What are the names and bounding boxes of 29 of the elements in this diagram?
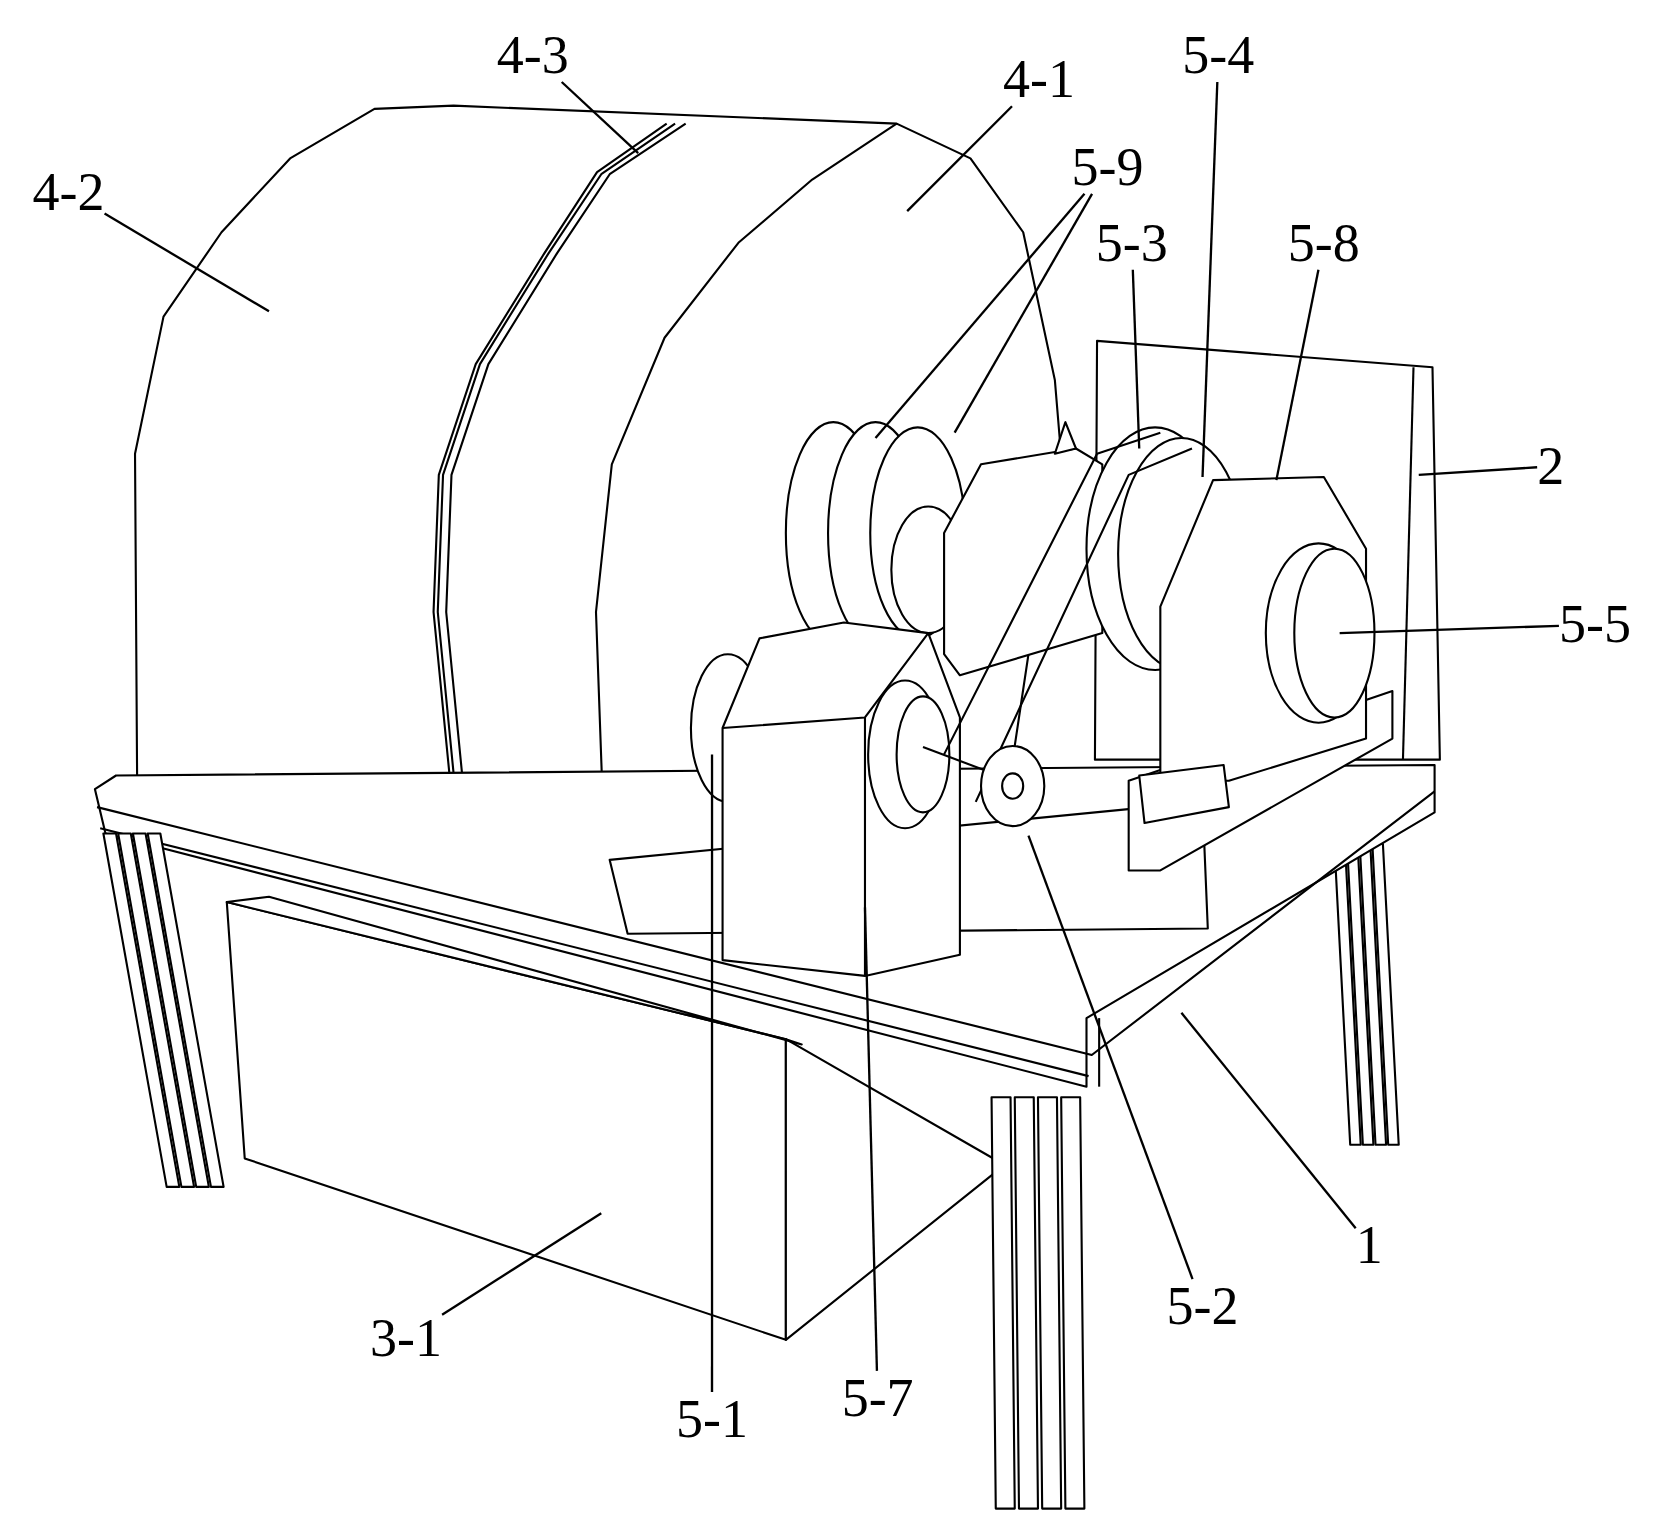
- callout-number: 2: [1537, 439, 1565, 494]
- leader-line: [953, 193, 1094, 434]
- callout-number: 4-1: [1003, 52, 1075, 107]
- callout-number: 4-3: [496, 27, 569, 82]
- callout-number: 4-2: [32, 164, 105, 219]
- leader-line: [863, 907, 879, 1371]
- callout-number: 5-8: [1287, 215, 1360, 270]
- callout-number: 3-1: [370, 1310, 443, 1365]
- callout-number: 5-9: [1071, 139, 1144, 194]
- leader-line: [560, 81, 639, 154]
- leader-line: [1131, 269, 1141, 449]
- leader-line: [1339, 624, 1559, 635]
- leader-line: [1027, 835, 1194, 1280]
- callout-number: 5-5: [1558, 597, 1631, 652]
- leader-line: [874, 193, 1086, 439]
- leader-line: [441, 1212, 602, 1316]
- leader-line: [1201, 81, 1219, 477]
- leader-line: [1418, 466, 1538, 476]
- leader-line: [1180, 1012, 1357, 1229]
- callout-number: 5-3: [1095, 215, 1168, 270]
- callout-number: 5-4: [1182, 27, 1255, 82]
- leader-line: [906, 105, 1013, 212]
- callout-number: 1: [1355, 1217, 1383, 1272]
- callout-number: 5-2: [1166, 1278, 1239, 1333]
- callout-number: 5-1: [676, 1391, 748, 1446]
- callout-number: 5-7: [841, 1370, 914, 1425]
- leader-line: [103, 212, 270, 313]
- leader-line: [1275, 269, 1320, 481]
- leader-line: [710, 754, 714, 1392]
